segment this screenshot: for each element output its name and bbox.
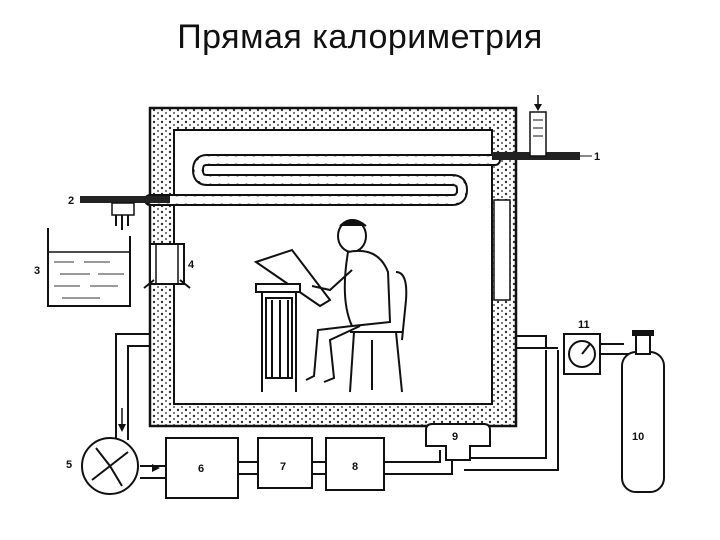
fan-5 [81, 437, 139, 495]
label-8: 8 [352, 461, 358, 473]
air-ducts [115, 333, 641, 479]
gauge-11 [563, 333, 601, 375]
slide-title: Прямая калориметрия [177, 18, 543, 56]
thermometer-2 [80, 196, 170, 230]
gas-cylinder-10 [621, 330, 665, 493]
label-7: 7 [280, 461, 286, 473]
unit-9 [425, 423, 491, 461]
label-5: 5 [66, 459, 72, 471]
label-10: 10 [632, 431, 644, 443]
person-at-desk-illustration [253, 219, 408, 393]
absorber-boxes [165, 437, 385, 499]
label-11: 11 [578, 319, 590, 331]
label-3: 3 [34, 265, 40, 277]
label-4: 4 [188, 259, 195, 271]
label-9: 9 [452, 431, 458, 443]
thermometer-1 [492, 95, 592, 160]
label-2: 2 [68, 195, 74, 207]
flow-arrow [118, 408, 160, 472]
wall-channel [493, 199, 511, 301]
cooling-coil [144, 154, 501, 206]
label-6: 6 [198, 463, 204, 475]
water-vessel-3 [47, 228, 131, 307]
heat-exchanger-4 [143, 243, 191, 289]
label-1: 1 [594, 151, 600, 163]
